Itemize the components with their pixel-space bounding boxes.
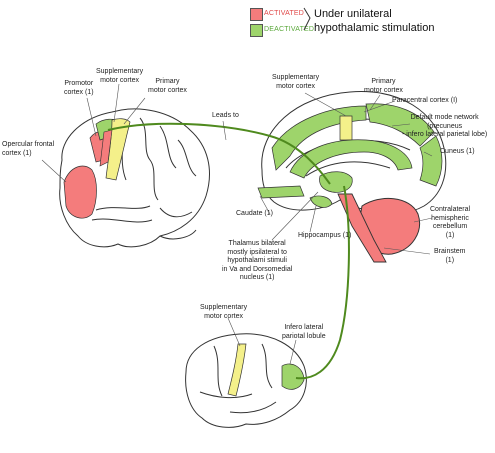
label-primary-motor-right: Primary motor cortex	[364, 78, 403, 94]
label-contralateral: Contralateral hemispheric cerebellum (1)	[430, 206, 471, 239]
legend-deactivated-swatch	[250, 24, 263, 37]
label-infero-lateral: Infero lateral pariotal lobule	[282, 324, 326, 340]
label-default-mode: Default mode network (precuneus - infero…	[402, 114, 488, 138]
right-brainstem	[337, 193, 387, 263]
right-cingulate-green	[289, 139, 413, 179]
label-opercular: Opercular frontal cortex (1)	[2, 141, 55, 157]
legend-title-line2: hypothalamic stimulation	[314, 22, 435, 34]
legend-deactivated-label: DEACTIVATED	[264, 26, 315, 33]
label-paracentral: Paracentral cortex (I)	[392, 97, 458, 104]
right-cuneus-green	[419, 135, 443, 187]
legend-activated-label: ACTIVATED	[264, 10, 305, 17]
bottom-parietal-green	[281, 363, 305, 390]
label-primary-motor-left: Primary motor cortex	[148, 78, 187, 94]
right-caudate-green	[257, 185, 305, 199]
label-promotor: Promotor cortex (1)	[64, 80, 94, 96]
bottom-sma-yellow	[227, 343, 247, 397]
legend-title-line1: Under unilateral	[314, 8, 392, 20]
left-opercular-activated	[63, 165, 97, 219]
bottom-brain-lateral	[185, 333, 307, 428]
label-cuneus: Cuneus (1)	[440, 148, 475, 155]
label-sma-top: Supplementary motor cortex	[96, 68, 144, 84]
label-sma-right: Supplementary motor cortex	[272, 74, 320, 90]
right-hippocampus-green	[309, 195, 333, 208]
label-caudate: Caudate (1)	[236, 210, 273, 217]
leader-lines	[41, 83, 433, 365]
label-brainstem: Brainstem (1)	[434, 248, 466, 264]
label-sma-bottom: Supplementary motor cortex	[200, 304, 248, 320]
connector-pathway	[107, 122, 350, 380]
right-sma-yellow	[339, 115, 353, 141]
legend-activated-swatch	[250, 8, 263, 21]
label-hippocampus: Hippocampus (1)	[298, 232, 352, 239]
right-thalamus-green	[319, 171, 353, 193]
label-leads-to: Leads to	[212, 112, 239, 119]
label-thalamus: Thalamus bilateral mostly ipsilateral to…	[222, 240, 293, 281]
